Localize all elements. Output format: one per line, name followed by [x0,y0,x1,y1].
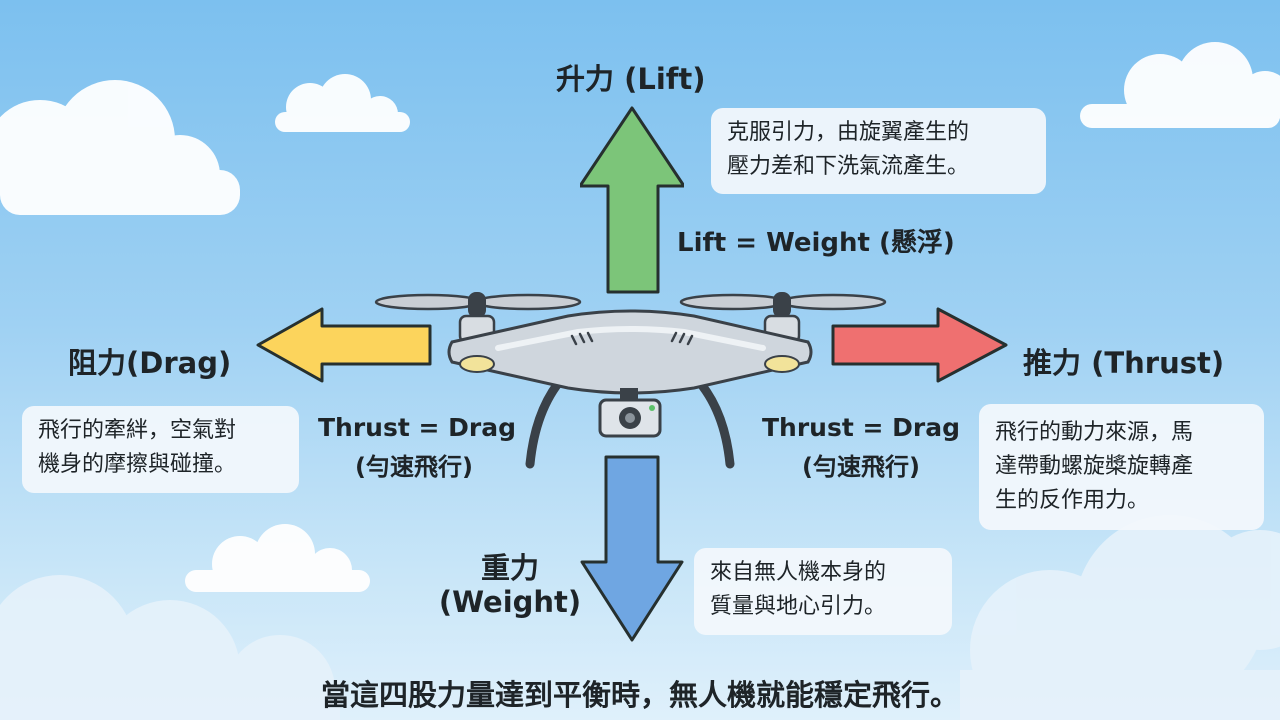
thrust-desc-line-1: 飛行的動力來源，馬 [995,420,1194,445]
cloud-top-middle [275,74,410,132]
balance-right-note: (勻速飛行) [802,453,920,481]
cloud-bottom-right [960,515,1280,720]
drag-desc-line-1: 飛行的牽絆，空氣對 [38,418,237,443]
weight-title-line-1: 重力 [480,551,539,585]
weight-arrow [580,455,684,642]
drag-description-box: 飛行的牽絆，空氣對 機身的摩擦與碰撞。 [22,406,299,493]
cloud-bottom-left [0,575,340,720]
balance-left-equation: Thrust = Drag [318,413,517,442]
balance-right-equation: Thrust = Drag [761,413,960,442]
drag-desc-line-2: 機身的摩擦與碰撞。 [38,452,237,477]
lift-title: 升力 (Lift) [556,62,706,96]
lift-desc-line-2: 壓力差和下洗氣流產生。 [727,154,970,179]
lift-equation: Lift = Weight (懸浮) [677,228,955,258]
weight-desc-line-1: 來自無人機本身的 [710,560,887,585]
cloud-top-left [0,80,240,215]
cloud-bottom-middle [185,524,370,592]
lift-description-box: 克服引力，由旋翼產生的 壓力差和下洗氣流產生。 [711,108,1046,194]
balance-left-note: (勻速飛行) [355,453,473,481]
thrust-desc-line-2: 達帶動螺旋槳旋轉產 [995,454,1194,479]
drag-arrow [256,307,432,383]
drone-illustration [374,292,887,469]
weight-description-box: 來自無人機本身的 質量與地心引力。 [694,548,952,635]
thrust-arrow [831,307,1008,383]
footer-caption: 當這四股力量達到平衡時，無人機就能穩定飛行。 [320,678,959,712]
thrust-desc-line-3: 生的反作用力。 [995,488,1150,513]
thrust-description-box: 飛行的動力來源，馬 達帶動螺旋槳旋轉產 生的反作用力。 [979,404,1264,530]
lift-desc-line-1: 克服引力，由旋翼產生的 [727,120,970,145]
cloud-top-right [1080,42,1280,128]
lift-arrow [580,106,684,294]
weight-title-line-2: (Weight) [438,585,582,619]
drag-title: 阻力(Drag) [68,346,232,380]
thrust-title: 推力 (Thrust) [1023,346,1225,380]
weight-desc-line-2: 質量與地心引力。 [710,594,887,619]
